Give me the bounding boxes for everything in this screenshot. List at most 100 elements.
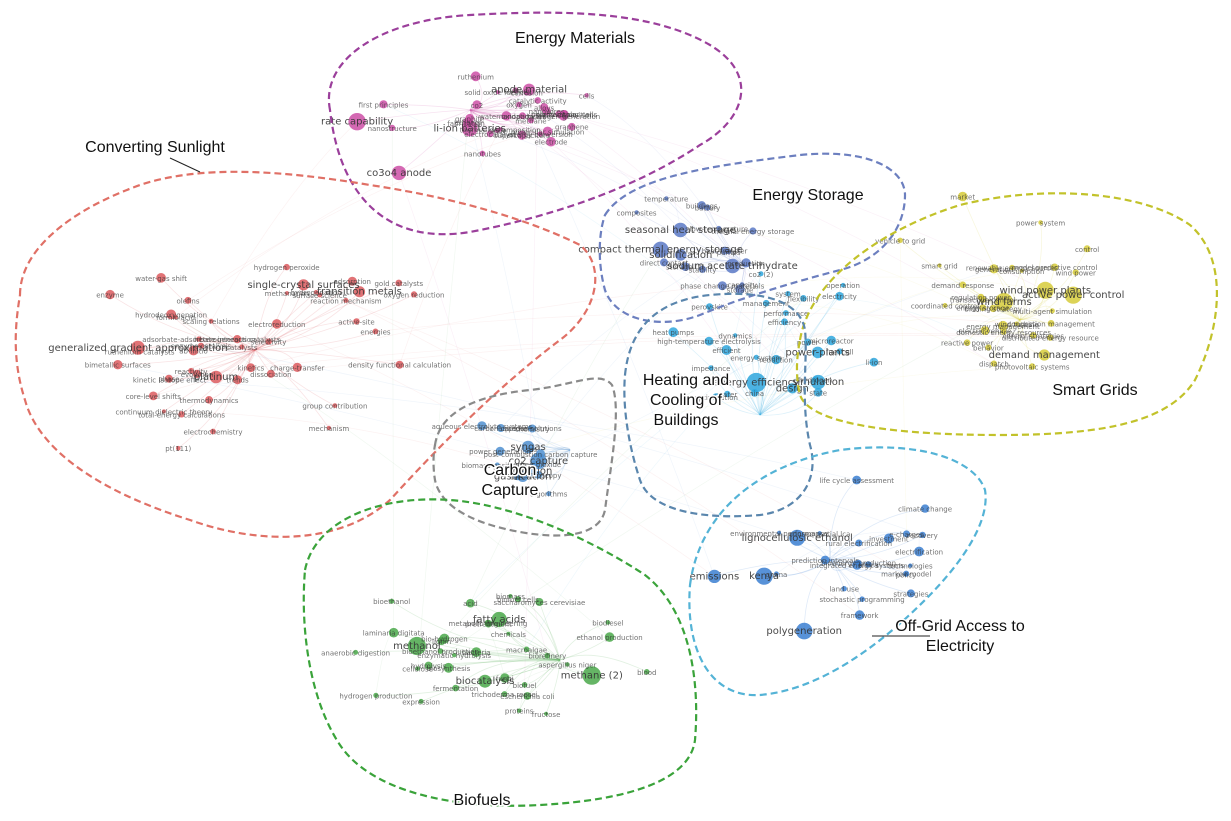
node-label: aqueous electrolyte systems [432,423,533,431]
network-node [542,106,551,116]
network-edge [469,109,572,130]
cluster-outline-energy-materials [327,11,743,236]
node-label: pumps [717,249,741,257]
network-edge [504,657,561,679]
network-node [1028,363,1036,370]
node-label: bacteria [462,649,491,657]
cluster-outlines [14,11,1218,807]
network-node [389,124,396,131]
network-node [471,647,482,657]
network-node [1047,334,1054,341]
network-node [716,225,722,231]
network-node [777,530,782,535]
node-label: rural electrification [826,540,893,548]
network-edge [829,559,907,575]
network-edge [538,449,571,476]
node-label: ab-initio [179,348,208,356]
node-label: fuel cell [826,348,853,356]
network-edge [734,273,762,336]
network-node [1064,286,1082,304]
network-node [908,563,913,568]
network-node [584,93,589,98]
node-label: bioethanol production [402,648,479,656]
network-edge [710,367,761,416]
network-node [812,376,819,383]
node-label: methane (2) [561,671,623,682]
network-node [463,120,469,126]
node-label: recovery [907,532,938,540]
network-node [317,292,323,298]
node-label: regulating power [951,294,1011,302]
network-node [410,291,418,298]
network-node [184,296,192,304]
network-node [914,546,924,557]
cluster-outline-biofuels [302,498,698,807]
node-label: environmental performance [730,530,828,538]
node-label: congestion management [1007,320,1095,328]
network-edge [665,198,746,266]
network-node [233,375,242,385]
network-edge [208,349,256,401]
network-node [516,101,522,108]
network-node [706,303,713,311]
network-node [348,113,366,131]
network-node [758,271,764,277]
node-label: energies [360,328,390,336]
network-node [407,636,426,656]
network-edge [254,284,304,351]
network-node [512,87,519,94]
network-node [491,611,507,628]
node-label: biosynthesis [427,665,471,673]
network-node [484,619,493,628]
node-label: carbon dioxide [510,461,562,469]
node-label: sodium acetate trihydrate [667,261,798,272]
node-label: reactivity [175,368,208,376]
network-node [343,297,349,303]
network-node [535,449,546,459]
node-label: aspergillus niger [538,661,596,669]
network-edge [508,633,561,661]
node-label: nanostructure [368,125,417,133]
node-label: surface science [292,292,346,300]
network-node [166,309,177,320]
node-label: biomass gasification [462,462,534,470]
node-label: hydrogen generation [527,113,601,121]
network-edge [417,122,469,669]
network-node [525,465,537,477]
network-edge [531,366,1033,450]
node-label: dynamics [718,332,752,340]
node-label: fabrication [447,120,485,128]
network-edge [966,317,1021,343]
node-label: strategies [893,590,928,598]
network-edge [962,284,1021,321]
node-label: storage (2) [666,264,705,272]
network-edge [254,349,336,406]
node-label: heat pumps [652,329,694,337]
node-label: hydrolysis [411,663,447,671]
network-node [795,622,813,640]
network-node [437,648,444,654]
network-node [292,362,302,372]
node-label: operation [826,282,860,290]
network-node [205,396,213,404]
node-label: chemistry [515,426,550,434]
node-label: biorefinery [528,653,566,661]
node-label: fungi [496,675,514,683]
node-label: solidification [649,250,712,261]
network-edge [466,122,667,199]
network-node [156,273,166,283]
node-label: microreactor [809,338,854,346]
cluster-title-off-grid: Electricity [926,638,994,655]
node-label: energy system [730,354,782,362]
node-label: continuum dielectric theory [115,408,212,416]
network-edge [755,284,844,383]
network-edge [169,349,256,381]
node-label: efficient [712,347,741,355]
network-node [528,446,534,452]
network-node [1072,269,1079,276]
network-node [865,561,872,568]
network-node [835,291,844,301]
node-label: power generation [469,448,531,456]
network-edge [504,668,592,695]
network-edge [673,331,761,416]
